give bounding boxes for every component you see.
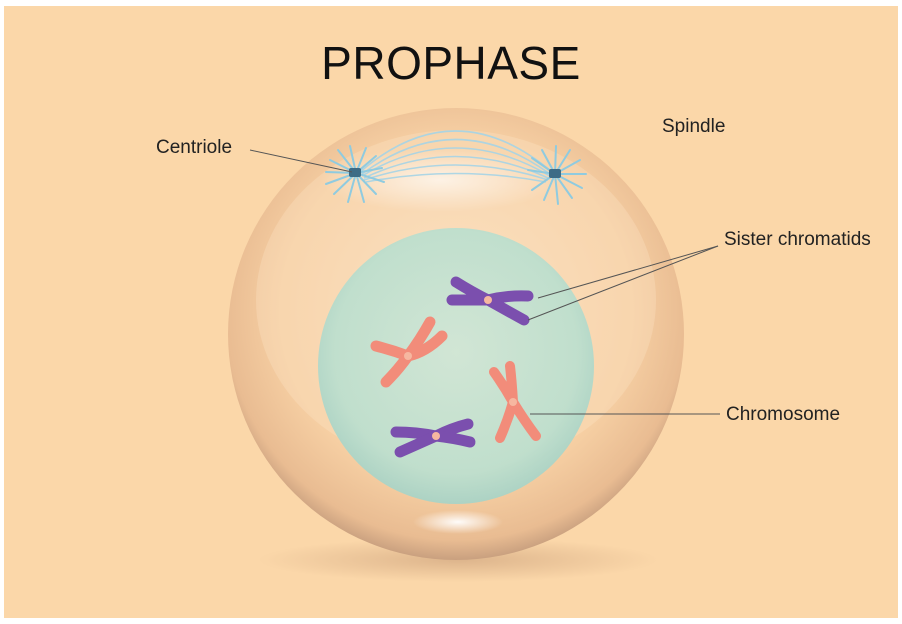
label-spindle: Spindle <box>662 116 726 137</box>
centromere-salmon-right <box>509 398 517 406</box>
label-centriole: Centriole <box>156 137 233 158</box>
cell-highlight-bottom <box>413 510 503 534</box>
centromere-salmon-left <box>404 352 412 360</box>
leader-centriole <box>249 149 353 173</box>
label-sister-chromatids: Sister chromatids <box>724 229 871 250</box>
centromere-purple-top <box>484 296 492 304</box>
leader-sister-1 <box>537 245 719 299</box>
leader-sister-2 <box>527 245 719 321</box>
spindle-fibers <box>359 130 553 183</box>
centriole-left-body <box>349 168 361 177</box>
cell-highlight-top <box>320 148 560 212</box>
diagram-title: PROPHASE <box>321 37 581 89</box>
centriole-right-body <box>549 169 561 178</box>
leader-lines <box>249 149 720 415</box>
centromere-purple-bottom <box>432 432 440 440</box>
nucleus <box>318 228 594 504</box>
cell-shadow <box>258 538 658 582</box>
label-chromosome: Chromosome <box>726 404 841 425</box>
